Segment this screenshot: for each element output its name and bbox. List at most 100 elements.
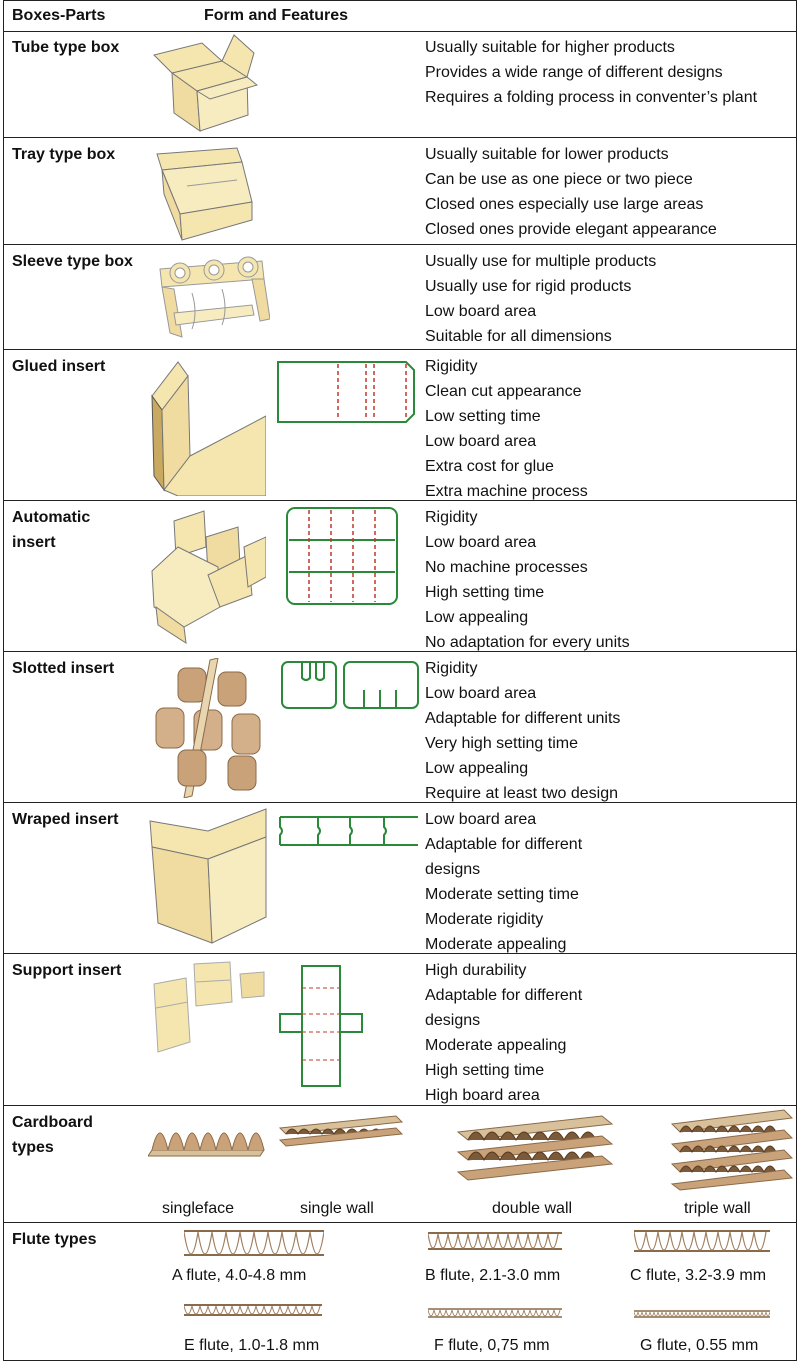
feature-item: High board area <box>425 1087 540 1104</box>
feature-item: Usually suitable for lower products <box>425 146 669 163</box>
row-name: Tray type box <box>12 146 116 163</box>
feature-item: Low board area <box>425 685 537 702</box>
table-row: Tube type box Usually suitable for highe… <box>4 31 796 138</box>
feature-list: Usually suitable for lower products Can … <box>425 142 795 242</box>
feature-item: Suitable for all dimensions <box>425 328 612 345</box>
a-flute-profile <box>184 1230 324 1256</box>
feature-list: Rigidity Low board area Adaptable for di… <box>425 656 795 806</box>
feature-list: Rigidity Clean cut appearance Low settin… <box>425 354 795 504</box>
flute-type-label: C flute, 3.2-3.9 mm <box>630 1267 767 1284</box>
single-wall-illustration <box>278 1115 404 1147</box>
feature-item: Extra machine process <box>425 483 588 500</box>
feature-item: Usually suitable for higher products <box>425 39 675 56</box>
feature-item: Require at least two design <box>425 785 618 802</box>
feature-item: Rigidity <box>425 358 478 375</box>
cardboard-type-label: singleface <box>162 1200 235 1217</box>
glued-insert-die-line <box>277 361 415 423</box>
row-name: Slotted insert <box>12 660 115 677</box>
flute-type-label: A flute, 4.0-4.8 mm <box>172 1267 307 1284</box>
singleface-illustration <box>148 1132 265 1157</box>
row-name: Flute types <box>12 1231 97 1248</box>
feature-item: Adaptable for different <box>425 836 583 853</box>
row-name: Tube type box <box>12 39 120 56</box>
table-row: Support insert High durability Adaptable… <box>4 954 796 1106</box>
feature-item: Moderate appealing <box>425 1037 567 1054</box>
g-flute-profile <box>634 1310 770 1318</box>
feature-item: Provides a wide range of different desig… <box>425 64 723 81</box>
feature-item: Low appealing <box>425 609 529 626</box>
wraped-insert-die-line <box>279 816 418 846</box>
feature-item: No adaptation for every units <box>425 634 630 651</box>
table-header: Boxes-Parts Form and Features <box>4 1 796 32</box>
support-insert-die-line <box>279 965 363 1087</box>
feature-item: Requires a folding process in conventer’… <box>425 89 758 106</box>
feature-item: Low appealing <box>425 760 529 777</box>
f-flute-profile <box>428 1308 562 1318</box>
cardboard-type-label: single wall <box>300 1200 374 1217</box>
automatic-insert-die-line <box>286 507 398 605</box>
flute-type-label: B flute, 2.1-3.0 mm <box>425 1267 561 1284</box>
feature-item: Closed ones provide elegant appearance <box>425 221 717 238</box>
table-row: Tray type box Usually suitable for lower… <box>4 138 796 245</box>
glued-insert-illustration <box>151 361 266 496</box>
feature-item: designs <box>425 861 481 878</box>
wraped-insert-illustration <box>149 808 267 944</box>
tube-box-illustration <box>153 34 259 133</box>
flute-type-label: F flute, 0,75 mm <box>434 1337 550 1354</box>
cardboard-type-label: double wall <box>492 1200 573 1217</box>
feature-item: High durability <box>425 962 527 979</box>
table-row: Flute types A flute, 4.0-4.8 mm B flute,… <box>4 1223 796 1361</box>
feature-item: Closed ones especially use large areas <box>425 196 704 213</box>
automatic-insert-illustration <box>151 510 266 644</box>
feature-item: Can be use as one piece or two piece <box>425 171 693 188</box>
triple-wall-illustration <box>670 1109 794 1191</box>
feature-item: Low board area <box>425 534 537 551</box>
feature-item: Extra cost for glue <box>425 458 554 475</box>
feature-item: Low setting time <box>425 408 541 425</box>
slotted-insert-die-line <box>281 661 419 709</box>
double-wall-illustration <box>456 1115 614 1181</box>
row-name: Support insert <box>12 962 122 979</box>
slotted-insert-illustration <box>155 658 261 798</box>
row-name: Sleeve type box <box>12 253 133 270</box>
feature-list: Rigidity Low board area No machine proce… <box>425 505 795 655</box>
c-flute-profile <box>634 1230 770 1252</box>
tray-box-illustration <box>156 147 253 241</box>
feature-item: Moderate appealing <box>425 936 567 953</box>
feature-item: Moderate rigidity <box>425 911 544 928</box>
b-flute-profile <box>428 1232 562 1250</box>
table-row: Glued insert Rigidity Clean cut appearan… <box>4 350 796 501</box>
feature-item: Usually use for multiple products <box>425 253 657 270</box>
feature-item: No machine processes <box>425 559 588 576</box>
cardboard-type-label: triple wall <box>684 1200 751 1217</box>
sleeve-box-illustration <box>159 256 270 338</box>
row-name: Cardboard types <box>12 1114 93 1156</box>
table-row: Sleeve type box Usually use for multiple… <box>4 245 796 350</box>
feature-list: Usually suitable for higher products Pro… <box>425 35 795 110</box>
feature-item: Low board area <box>425 303 537 320</box>
feature-item: High setting time <box>425 1062 545 1079</box>
feature-item: Clean cut appearance <box>425 383 582 400</box>
feature-item: Very high setting time <box>425 735 578 752</box>
table-row: Slotted insert Rigidity Low board area A… <box>4 652 796 803</box>
feature-list: Usually use for multiple products Usuall… <box>425 249 795 349</box>
table-row: Automatic insert Rigidity Low board area… <box>4 501 796 652</box>
row-name: Glued insert <box>12 358 106 375</box>
feature-item: Usually use for rigid products <box>425 278 632 295</box>
header-form-features: Form and Features <box>204 7 349 24</box>
e-flute-profile <box>184 1304 322 1316</box>
feature-item: High setting time <box>425 584 545 601</box>
feature-list: High durability Adaptable for different … <box>425 958 795 1108</box>
packaging-table: Boxes-Parts Form and Features Tube type … <box>3 0 797 1361</box>
flute-type-label: G flute, 0.55 mm <box>640 1337 759 1354</box>
feature-item: Low board area <box>425 811 537 828</box>
feature-item: Adaptable for different <box>425 987 583 1004</box>
header-boxes-parts: Boxes-Parts <box>12 7 106 24</box>
feature-item: Rigidity <box>425 660 478 677</box>
flute-type-label: E flute, 1.0-1.8 mm <box>184 1337 320 1354</box>
feature-item: Adaptable for different units <box>425 710 621 727</box>
feature-item: Moderate setting time <box>425 886 579 903</box>
feature-item: Rigidity <box>425 509 478 526</box>
table-row: Wraped insert Low board area Adaptable f… <box>4 803 796 954</box>
support-insert-illustration <box>153 961 265 1053</box>
